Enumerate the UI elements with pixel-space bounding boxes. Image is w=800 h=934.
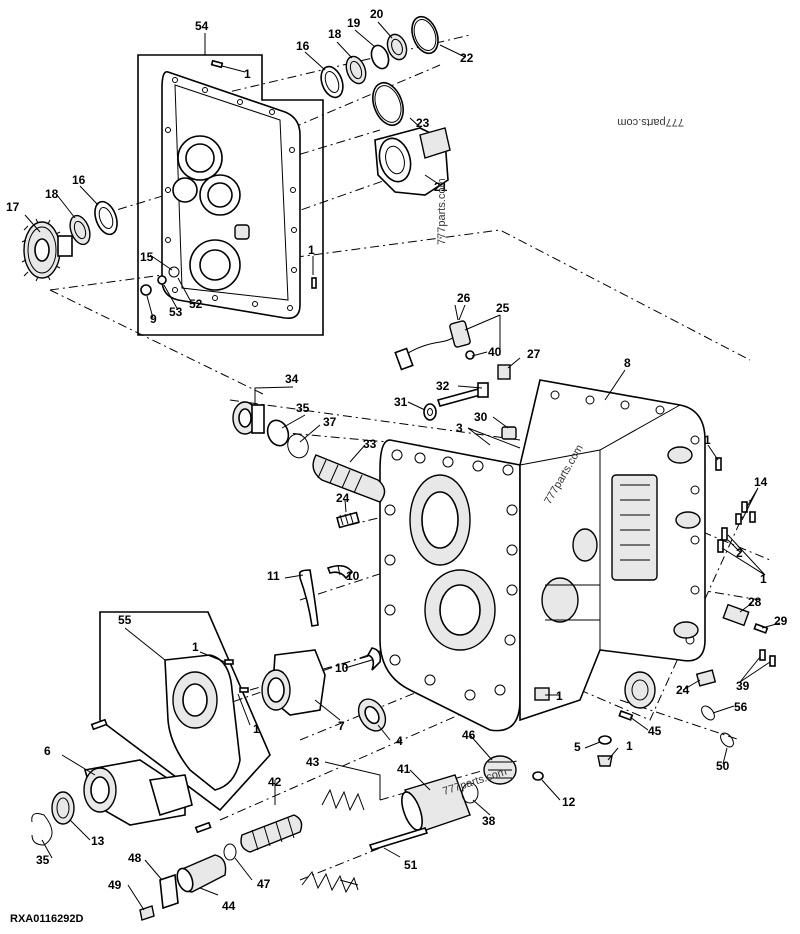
callout-30: 30 [474, 410, 488, 424]
callout-28: 28 [748, 595, 762, 609]
callout-3: 3 [456, 421, 463, 435]
callout-43: 46 [462, 728, 476, 742]
callout-16: 16 [296, 39, 310, 53]
diagram-code: RXA0116292D [10, 913, 83, 925]
callout-32: 32 [436, 379, 450, 393]
tube-group [298, 564, 382, 671]
callout-39: 56 [734, 700, 748, 714]
cover-bolt-holes [165, 77, 297, 311]
callout-11: 11 [267, 569, 280, 583]
callout-8: 8 [624, 356, 631, 370]
callout-16b: 16 [72, 173, 86, 187]
cover-assembly-box [137, 54, 324, 336]
callout-7: 7 [338, 719, 345, 733]
callout-24: 24 [336, 491, 350, 505]
callout-24c: 1 [556, 689, 563, 703]
callout-6: 4 [396, 734, 403, 748]
callout-35: 35 [296, 401, 310, 415]
callout-35b: 38 [482, 814, 496, 828]
callout-23: 23 [416, 116, 430, 130]
callout-17: 17 [6, 200, 20, 214]
callout-4: 5 [574, 740, 581, 754]
callout-1h: 45 [648, 724, 662, 738]
callout-48: 47 [257, 877, 271, 891]
callout-31: 31 [394, 395, 408, 409]
callout-12: 13 [91, 834, 105, 848]
callout-37: 37 [323, 415, 337, 429]
callout-labels: 54 1 16 18 19 20 22 23 21 17 18 16 15 52… [6, 7, 788, 913]
pto-housing-group [31, 759, 193, 846]
callout-42: 41 [397, 762, 411, 776]
callout-24b: 24 [676, 683, 690, 697]
callout-38: 50 [716, 759, 730, 773]
gear-group [21, 200, 118, 282]
callout-55: 55 [118, 613, 132, 627]
callout-29: 29 [774, 614, 788, 628]
callout-27: 27 [527, 347, 541, 361]
pump-group [261, 649, 387, 732]
callout-51: 49 [108, 878, 122, 892]
sensor-group [394, 304, 517, 440]
callout-50: 48 [128, 851, 142, 865]
callout-56: 6 [44, 744, 51, 758]
callout-1e: 1 [192, 640, 199, 654]
callout-19: 19 [347, 16, 361, 30]
lower-cover-assembly [90, 611, 271, 834]
callout-15: 15 [140, 250, 154, 264]
callout-10b: 10 [335, 661, 349, 675]
callout-18b: 18 [45, 187, 59, 201]
callout-49: 44 [222, 899, 236, 913]
callout-14: 14 [754, 475, 768, 489]
callout-1: 1 [244, 67, 251, 81]
callout-5: 1 [626, 739, 633, 753]
callout-20: 20 [370, 7, 384, 21]
callout-53: 53 [169, 305, 183, 319]
callout-52: 52 [189, 297, 203, 311]
callout-26: 26 [457, 291, 471, 305]
callout-1b: 1 [308, 243, 315, 257]
callout-34: 34 [285, 372, 299, 386]
transmission-housing [379, 379, 706, 732]
callout-1g: 39 [736, 679, 750, 693]
callout-45: 43 [306, 755, 320, 769]
callout-21: 21 [434, 180, 448, 194]
watermark-upper-right: 777parts.com [617, 116, 684, 128]
callout-22: 22 [460, 51, 474, 65]
filter-group [232, 401, 386, 529]
callout-47: 51 [404, 858, 418, 872]
callout-33: 33 [363, 437, 377, 451]
callout-18: 18 [328, 27, 342, 41]
callout-25: 25 [496, 301, 510, 315]
callout-1f: 1 [253, 722, 260, 736]
right-side-fittings [534, 457, 776, 767]
callout-54: 54 [195, 19, 209, 33]
callout-13: 35 [36, 853, 50, 867]
callout-1c: 1 [704, 433, 711, 447]
leader-lines [24, 21, 781, 911]
callout-2: 2 [736, 546, 743, 560]
callout-46: 42 [268, 775, 282, 789]
upper-bearing-group [320, 15, 451, 196]
callout-1d: 1 [760, 572, 767, 586]
callout-10: 10 [346, 569, 360, 583]
watermark-housing-21: 777parts.com [436, 178, 448, 245]
spring-group [139, 755, 544, 921]
callout-9: 9 [150, 312, 157, 326]
callout-41: 12 [562, 795, 576, 809]
housing-flange-holes [384, 390, 700, 701]
callout-40: 40 [488, 345, 502, 359]
